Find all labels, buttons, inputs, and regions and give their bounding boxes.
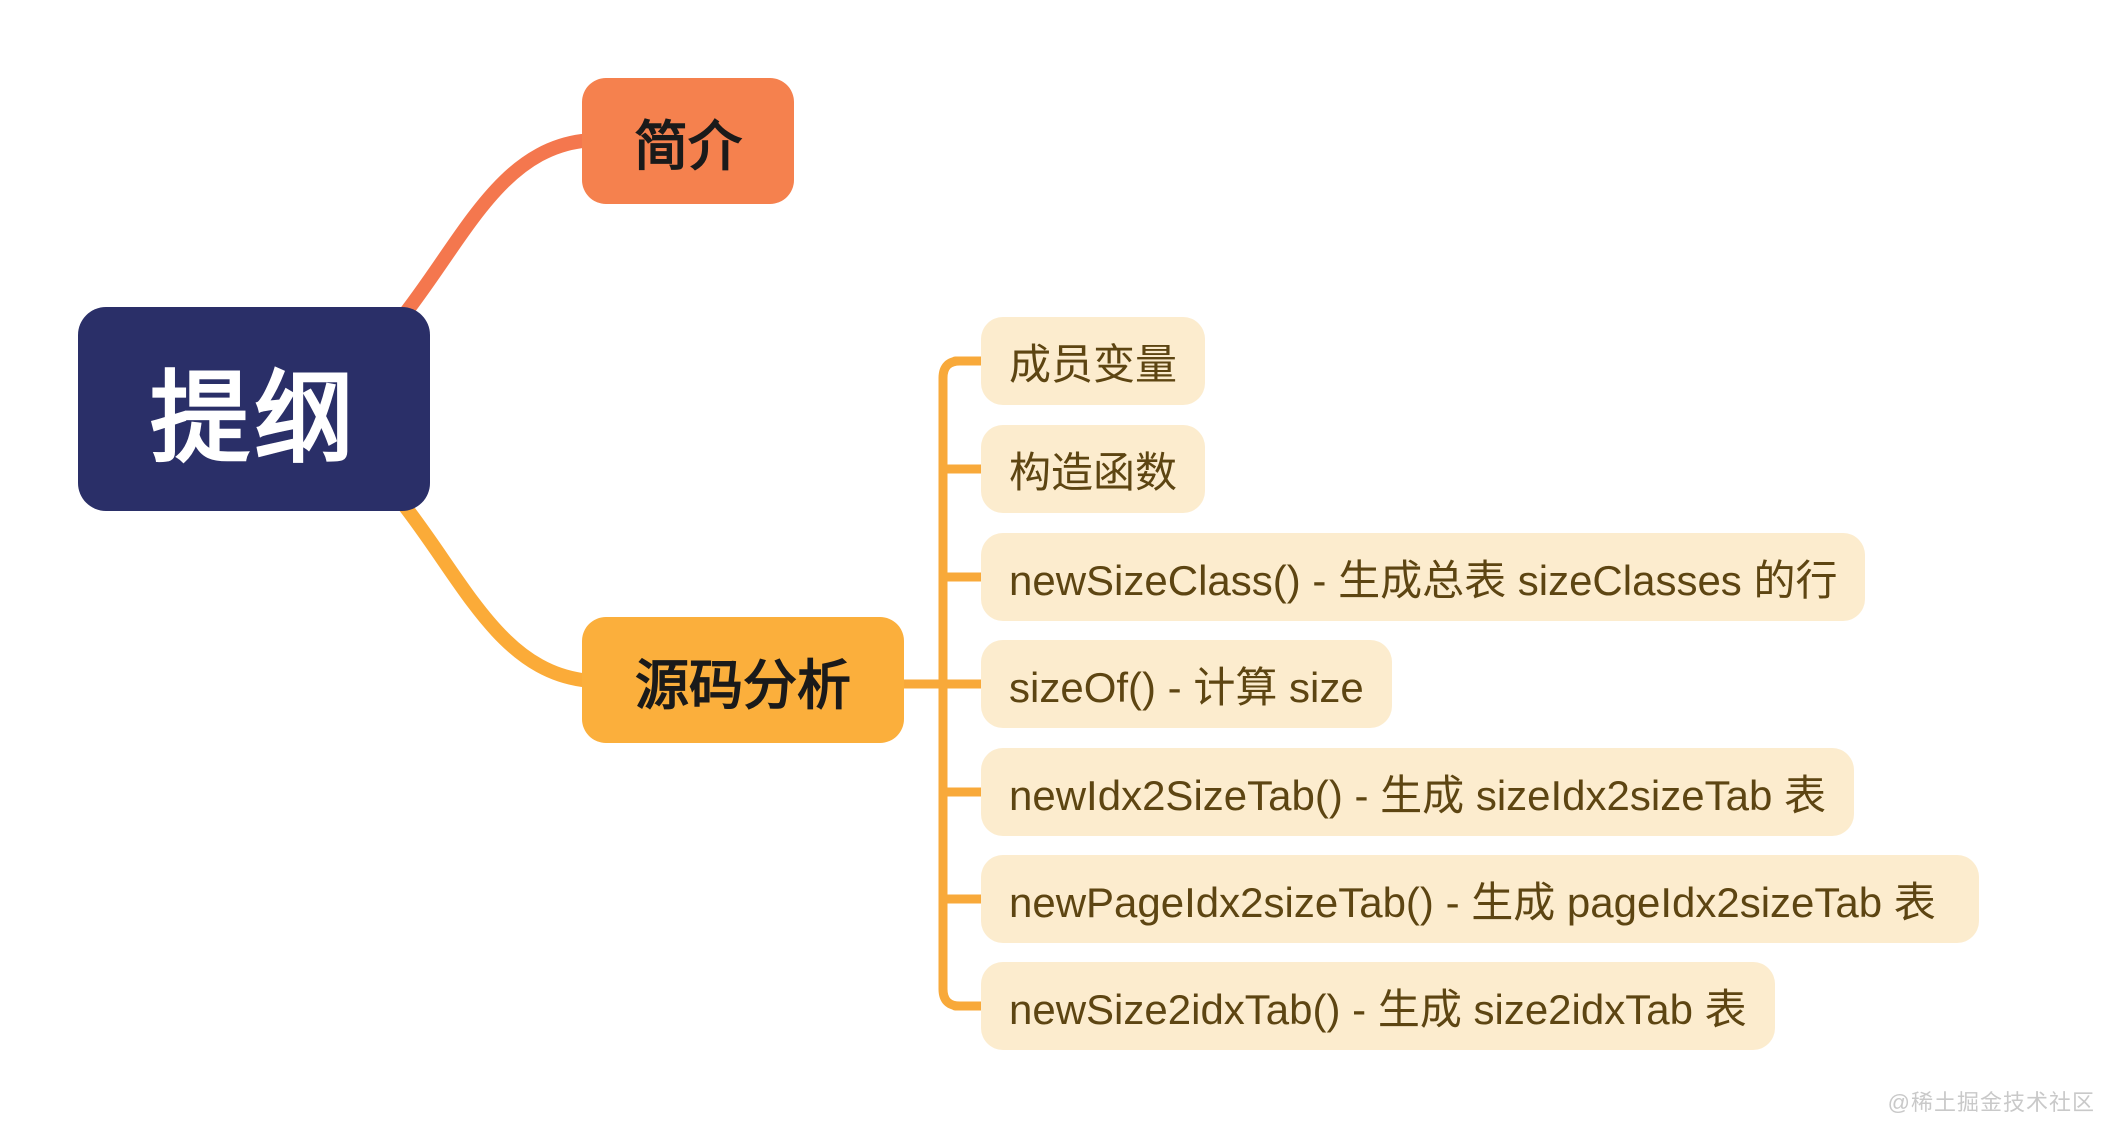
node-child-member-vars[interactable]: 成员变量 <box>981 317 1206 405</box>
node-child-label: newSizeClass() - 生成总表 sizeClasses 的行 <box>1009 556 1838 604</box>
watermark-text: @稀土掘金技术社区 <box>1887 1090 2095 1115</box>
node-child-label: sizeOf() - 计算 size <box>1009 663 1364 711</box>
node-branch-source-analysis[interactable]: 源码分析 <box>582 617 904 743</box>
node-child-newsize2idxtab[interactable]: newSize2idxTab() - 生成 size2idxTab 表 <box>981 962 1775 1050</box>
node-child-constructor[interactable]: 构造函数 <box>981 425 1206 513</box>
node-child-newidx2sizetab[interactable]: newIdx2SizeTab() - 生成 sizeIdx2sizeTab 表 <box>981 748 1854 836</box>
node-child-newpageidx2sizetab[interactable]: newPageIdx2sizeTab() - 生成 pageIdx2sizeTa… <box>981 855 1979 943</box>
node-child-label: newPageIdx2sizeTab() - 生成 pageIdx2sizeTa… <box>1009 878 1936 926</box>
node-root-label: 提纲 <box>150 362 358 475</box>
node-child-label: 构造函数 <box>1009 448 1178 496</box>
node-child-label: 成员变量 <box>1009 340 1178 388</box>
node-child-sizeof[interactable]: sizeOf() - 计算 size <box>981 640 1392 728</box>
edge-root-to-intro <box>393 134 589 327</box>
node-root[interactable]: 提纲 <box>78 307 430 511</box>
edge-root-to-source <box>393 493 589 687</box>
node-branch-intro-label: 简介 <box>634 116 742 177</box>
node-branch-intro[interactable]: 简介 <box>582 78 794 204</box>
node-child-newsizeclass[interactable]: newSizeClass() - 生成总表 sizeClasses 的行 <box>981 533 1866 621</box>
node-child-label: newIdx2SizeTab() - 生成 sizeIdx2sizeTab 表 <box>1009 771 1826 819</box>
node-branch-source-label: 源码分析 <box>635 655 851 716</box>
node-child-label: newSize2idxTab() - 生成 size2idxTab 表 <box>1009 985 1747 1033</box>
